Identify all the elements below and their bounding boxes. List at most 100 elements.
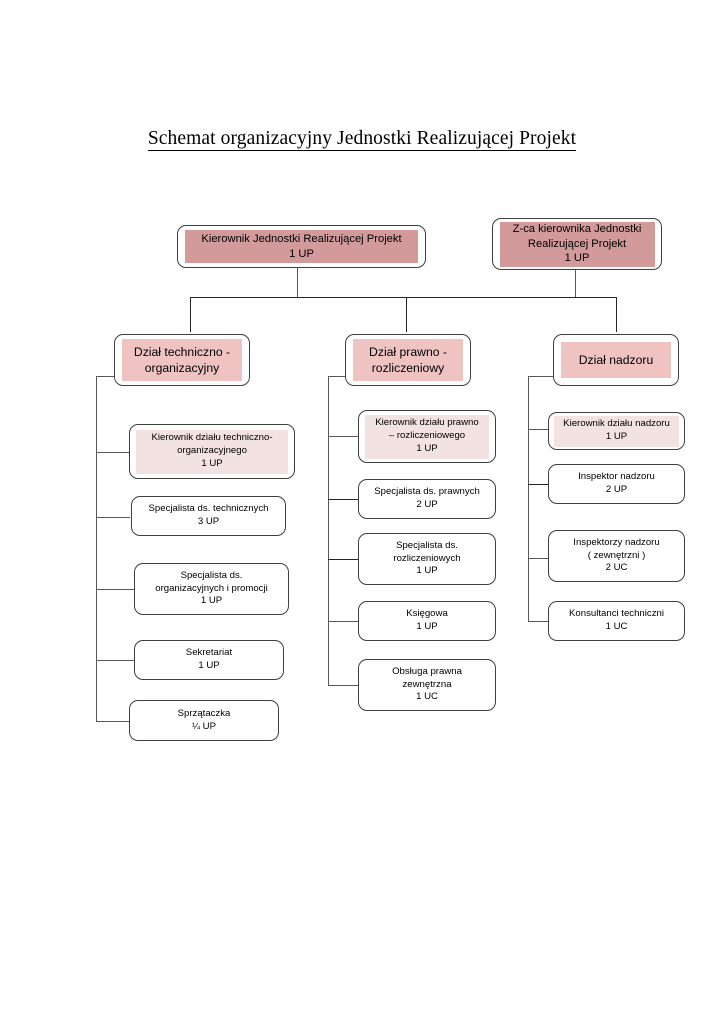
- node-sekretariat[interactable]: Sekretariat 1 UP: [134, 640, 284, 680]
- stub-dept-3-child-3: [528, 558, 549, 559]
- node-line: – rozliczeniowego: [388, 430, 466, 442]
- node-line: organizacyjnego: [177, 445, 247, 457]
- node-line: 1 UP: [564, 252, 590, 265]
- spine-dept-3: [528, 376, 529, 621]
- node-line: Sekretariat: [185, 647, 233, 659]
- spine-dept-2: [328, 376, 329, 686]
- node-dzial-prawno-rozliczeniowy[interactable]: Dział prawno - rozliczeniowy: [345, 334, 471, 386]
- node-line: 2 UP: [605, 484, 628, 495]
- node-inspektorzy-nadzoru-zewnetrzni-label: Inspektorzy nadzoru ( zewnętrzni ) 2 UC: [549, 537, 684, 575]
- node-line: Specjalista ds.: [180, 569, 243, 581]
- stub-dept-3-child-4: [528, 621, 549, 622]
- node-line: Inspektor nadzoru: [578, 471, 655, 483]
- node-obsluga-prawna-zewnetrzna-label: Obsługa prawna zewnętrzna 1 UC: [359, 666, 495, 704]
- node-line: 1 UP: [416, 621, 438, 632]
- node-specjalista-ds-technicznych-label: Specjalista ds. technicznych 3 UP: [132, 503, 285, 529]
- node-kierownik-dzialu-techniczno-organizacyjnego-label: Kierownik działu techniczno- organizacyj…: [136, 429, 288, 474]
- node-specjalista-ds-prawnych[interactable]: Specjalista ds. prawnych 2 UP: [358, 479, 496, 519]
- stub-dept-1-child-5: [96, 721, 130, 722]
- node-dzial-prawno-rozliczeniowy-label: Dział prawno - rozliczeniowy: [353, 339, 463, 381]
- node-line: organizacyjny: [144, 361, 220, 375]
- node-line: 2 UP: [416, 499, 438, 510]
- node-specjalista-ds-rozliczeniowych[interactable]: Specjalista ds. rozliczeniowych 1 UP: [358, 533, 496, 585]
- node-line: Realizującej Projekt: [527, 237, 627, 250]
- node-line: Kierownik Jednostki Realizującej Projekt: [201, 232, 402, 245]
- node-specjalista-ds-organizacyjnych-i-promocji[interactable]: Specjalista ds. organizacyjnych i promoc…: [134, 563, 289, 615]
- connector-horizontal-bus: [190, 297, 617, 298]
- stub-dept-2-child-2: [328, 499, 359, 500]
- node-kierownik-dzialu-prawno-rozliczeniowego-label: Kierownik działu prawno – rozliczenioweg…: [365, 414, 489, 459]
- node-line: 3 UP: [197, 516, 220, 527]
- stub-dept-2-child-4: [328, 621, 359, 622]
- node-line: Księgowa: [406, 608, 448, 620]
- node-line: 2 UC: [605, 562, 628, 574]
- node-line: Konsultanci techniczni: [569, 608, 664, 620]
- node-line: Kierownik działu nadzoru: [563, 418, 670, 430]
- node-specjalista-ds-organizacyjnych-i-promocji-label: Specjalista ds. organizacyjnych i promoc…: [135, 570, 288, 608]
- node-dzial-nadzoru[interactable]: Dział nadzoru: [553, 334, 679, 386]
- node-dzial-techniczno-organizacyjny-label: Dział techniczno - organizacyjny: [122, 339, 242, 381]
- node-line: 1 UP: [201, 457, 223, 469]
- node-kierownik-dzialu-nadzoru[interactable]: Kierownik działu nadzoru 1 UP: [548, 412, 685, 450]
- node-line: 1 UP: [416, 565, 438, 577]
- connector-zca-to-bus: [575, 270, 576, 298]
- node-inspektorzy-nadzoru-zewnetrzni[interactable]: Inspektorzy nadzoru ( zewnętrzni ) 2 UC: [548, 530, 685, 582]
- node-zca-kierownika-jrp[interactable]: Z-ca kierownika Jednostki Realizującej P…: [492, 218, 662, 270]
- node-line: 1 UC: [605, 621, 628, 632]
- node-dzial-techniczno-organizacyjny[interactable]: Dział techniczno - organizacyjny: [114, 334, 250, 386]
- node-line: 1 UP: [200, 595, 223, 607]
- node-line: 1 UP: [605, 431, 628, 442]
- node-ksiegowa[interactable]: Księgowa 1 UP: [358, 601, 496, 641]
- node-line: Kierownik działu prawno: [375, 417, 479, 429]
- node-specjalista-ds-technicznych[interactable]: Specjalista ds. technicznych 3 UP: [131, 496, 286, 536]
- node-zca-kierownika-jrp-label: Z-ca kierownika Jednostki Realizującej P…: [499, 221, 655, 267]
- node-inspektor-nadzoru-label: Inspektor nadzoru 2 UP: [549, 471, 684, 497]
- node-dzial-nadzoru-label: Dział nadzoru: [561, 342, 671, 378]
- spine-dept-1: [96, 376, 97, 721]
- node-line: Dział techniczno -: [133, 344, 231, 359]
- node-line: Kierownik działu techniczno-: [151, 432, 273, 444]
- connector-bus-to-dept-2: [406, 297, 407, 332]
- node-konsultanci-techniczni[interactable]: Konsultanci techniczni 1 UC: [548, 601, 685, 641]
- node-line: Obsługa prawna: [392, 665, 462, 677]
- node-line: Specjalista ds. prawnych: [374, 486, 480, 498]
- node-line: organizacyjnych i promocji: [155, 582, 268, 594]
- node-kierownik-dzialu-nadzoru-label: Kierownik działu nadzoru 1 UP: [554, 415, 679, 447]
- node-kierownik-jrp-label: Kierownik Jednostki Realizującej Projekt…: [185, 230, 418, 263]
- stub-dept-1-child-2: [96, 517, 130, 518]
- node-line: ¼ UP: [192, 720, 216, 732]
- node-kierownik-dzialu-prawno-rozliczeniowego[interactable]: Kierownik działu prawno – rozliczenioweg…: [358, 410, 496, 463]
- page-title: Schemat organizacyjny Jednostki Realizuj…: [0, 128, 724, 151]
- node-line: rozliczeniowych: [393, 552, 461, 564]
- node-kierownik-jrp[interactable]: Kierownik Jednostki Realizującej Projekt…: [177, 225, 426, 268]
- node-kierownik-dzialu-techniczno-organizacyjnego[interactable]: Kierownik działu techniczno- organizacyj…: [129, 424, 295, 479]
- node-obsluga-prawna-zewnetrzna[interactable]: Obsługa prawna zewnętrzna 1 UC: [358, 659, 496, 711]
- node-line: 1 UP: [416, 442, 438, 454]
- node-line: Sprzątaczka: [177, 707, 231, 719]
- stub-dept-2-child-1: [328, 436, 359, 437]
- node-inspektor-nadzoru[interactable]: Inspektor nadzoru 2 UP: [548, 464, 685, 504]
- node-line: Specjalista ds. technicznych: [148, 503, 269, 515]
- node-line: ( zewnętrzni ): [587, 549, 646, 561]
- node-line: zewnętrzna: [402, 678, 452, 690]
- connector-bus-to-dept-1: [190, 297, 191, 332]
- node-specjalista-ds-rozliczeniowych-label: Specjalista ds. rozliczeniowych 1 UP: [359, 540, 495, 578]
- node-sprzataczka-label: Sprzątaczka ¼ UP: [130, 708, 278, 734]
- node-line: rozliczeniowy: [371, 361, 445, 375]
- node-line: 1 UP: [289, 247, 314, 260]
- node-line: Dział prawno -: [369, 344, 447, 359]
- node-konsultanci-techniczni-label: Konsultanci techniczni 1 UC: [549, 608, 684, 634]
- stub-dept-1-child-1: [96, 452, 134, 453]
- stub-dept-3-header: [528, 376, 558, 377]
- stub-dept-2-child-5: [328, 685, 359, 686]
- stub-dept-1-child-3: [96, 589, 134, 590]
- stub-dept-1-child-4: [96, 660, 134, 661]
- node-ksiegowa-label: Księgowa 1 UP: [359, 608, 495, 634]
- node-sprzataczka[interactable]: Sprzątaczka ¼ UP: [129, 700, 279, 741]
- connector-kierownik-to-bus: [297, 268, 298, 298]
- node-sekretariat-label: Sekretariat 1 UP: [135, 647, 283, 673]
- node-line: Z-ca kierownika Jednostki: [512, 222, 642, 235]
- stub-dept-3-child-2: [528, 484, 549, 485]
- stub-dept-1-header: [96, 376, 129, 377]
